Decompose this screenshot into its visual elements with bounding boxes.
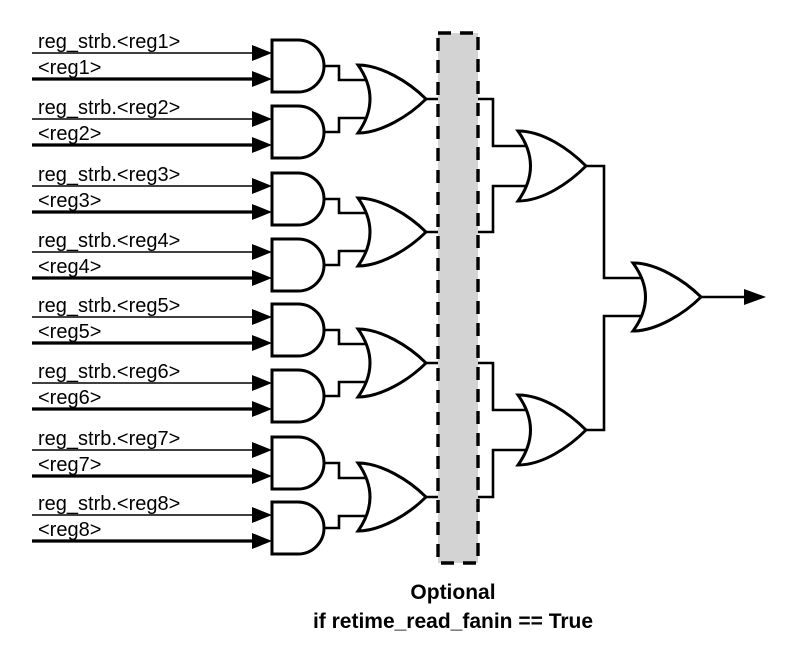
input-row: reg_strb.<reg6> <reg6> bbox=[32, 361, 272, 417]
and-gates bbox=[270, 38, 326, 556]
and6-to-or-wire bbox=[324, 380, 372, 398]
final-or-gate bbox=[630, 261, 704, 333]
value-label: <reg7> bbox=[38, 454, 101, 476]
and8-to-or-wire bbox=[324, 514, 372, 530]
and-gate-5 bbox=[270, 302, 326, 358]
or-gate-stage1-4 bbox=[355, 461, 429, 533]
strobe-label: reg_strb.<reg4> bbox=[38, 230, 180, 252]
optional-retime-box bbox=[436, 31, 480, 565]
and4-to-or-wire bbox=[324, 249, 372, 267]
stage2a-to-final-wire bbox=[586, 164, 648, 280]
output-arrowhead-icon bbox=[744, 289, 766, 305]
input-rows: reg_strb.<reg1> <reg1> reg_strb.<reg2> <… bbox=[32, 31, 272, 549]
value-label: <reg6> bbox=[38, 387, 101, 409]
or-gate-stage1-3 bbox=[355, 327, 429, 399]
value-label: <reg2> bbox=[38, 123, 101, 145]
input-arrowhead-icon bbox=[252, 137, 272, 153]
strobe-label: reg_strb.<reg8> bbox=[38, 493, 180, 515]
or-gate-stage2-1 bbox=[515, 129, 589, 203]
caption-optional: Optional bbox=[410, 581, 495, 604]
or-gate-stage1-2 bbox=[355, 196, 429, 268]
input-arrowhead-icon bbox=[252, 442, 272, 458]
input-arrowhead-icon bbox=[252, 401, 272, 417]
input-arrowhead-icon bbox=[252, 309, 272, 325]
strobe-label: reg_strb.<reg5> bbox=[38, 295, 180, 317]
value-label: <reg4> bbox=[38, 256, 101, 278]
or-gate-stage1-1 bbox=[355, 63, 429, 135]
input-row: reg_strb.<reg1> <reg1> bbox=[32, 31, 272, 87]
input-arrowhead-icon bbox=[252, 71, 272, 87]
and-gate-2 bbox=[270, 104, 326, 160]
strobe-label: reg_strb.<reg7> bbox=[38, 428, 180, 450]
input-row: reg_strb.<reg2> <reg2> bbox=[32, 97, 272, 153]
value-label: <reg5> bbox=[38, 321, 101, 343]
or-gate-stage2-2 bbox=[515, 393, 589, 467]
input-arrowhead-icon bbox=[252, 270, 272, 286]
input-row: reg_strb.<reg5> <reg5> bbox=[32, 295, 272, 351]
input-arrowhead-icon bbox=[252, 468, 272, 484]
and-gate-1 bbox=[270, 38, 326, 94]
input-row: reg_strb.<reg3> <reg3> bbox=[32, 164, 272, 220]
and-gate-8 bbox=[270, 500, 326, 556]
caption-condition: if retime_read_fanin == True bbox=[313, 610, 593, 633]
and-gate-4 bbox=[270, 237, 326, 293]
value-label: <reg8> bbox=[38, 519, 101, 541]
or-gates-stage1 bbox=[355, 63, 429, 533]
strobe-label: reg_strb.<reg6> bbox=[38, 361, 180, 383]
input-arrowhead-icon bbox=[252, 533, 272, 549]
strobe-label: reg_strb.<reg1> bbox=[38, 31, 180, 53]
and3-to-or-wire bbox=[324, 197, 372, 215]
input-arrowhead-icon bbox=[252, 244, 272, 260]
and5-to-or-wire bbox=[324, 328, 372, 346]
value-label: <reg1> bbox=[38, 57, 101, 79]
strobe-label: reg_strb.<reg3> bbox=[38, 164, 180, 186]
input-row: reg_strb.<reg8> <reg8> bbox=[32, 493, 272, 549]
and7-to-or-wire bbox=[324, 461, 372, 480]
input-arrowhead-icon bbox=[252, 335, 272, 351]
stage2b-to-final-wire bbox=[586, 314, 648, 432]
input-arrowhead-icon bbox=[252, 45, 272, 61]
input-arrowhead-icon bbox=[252, 204, 272, 220]
and2-to-or-wire bbox=[324, 116, 372, 134]
input-arrowhead-icon bbox=[252, 375, 272, 391]
or-gates-stage2 bbox=[515, 129, 589, 467]
input-row: reg_strb.<reg7> <reg7> bbox=[32, 428, 272, 484]
input-arrowhead-icon bbox=[252, 111, 272, 127]
input-row: reg_strb.<reg4> <reg4> bbox=[32, 230, 272, 286]
input-arrowhead-icon bbox=[252, 507, 272, 523]
and1-to-or-wire bbox=[324, 64, 372, 82]
strobe-label: reg_strb.<reg2> bbox=[38, 97, 180, 119]
and-gate-3 bbox=[270, 171, 326, 227]
input-arrowhead-icon bbox=[252, 178, 272, 194]
value-label: <reg3> bbox=[38, 190, 101, 212]
and-gate-6 bbox=[270, 368, 326, 424]
and-gate-7 bbox=[270, 435, 326, 491]
